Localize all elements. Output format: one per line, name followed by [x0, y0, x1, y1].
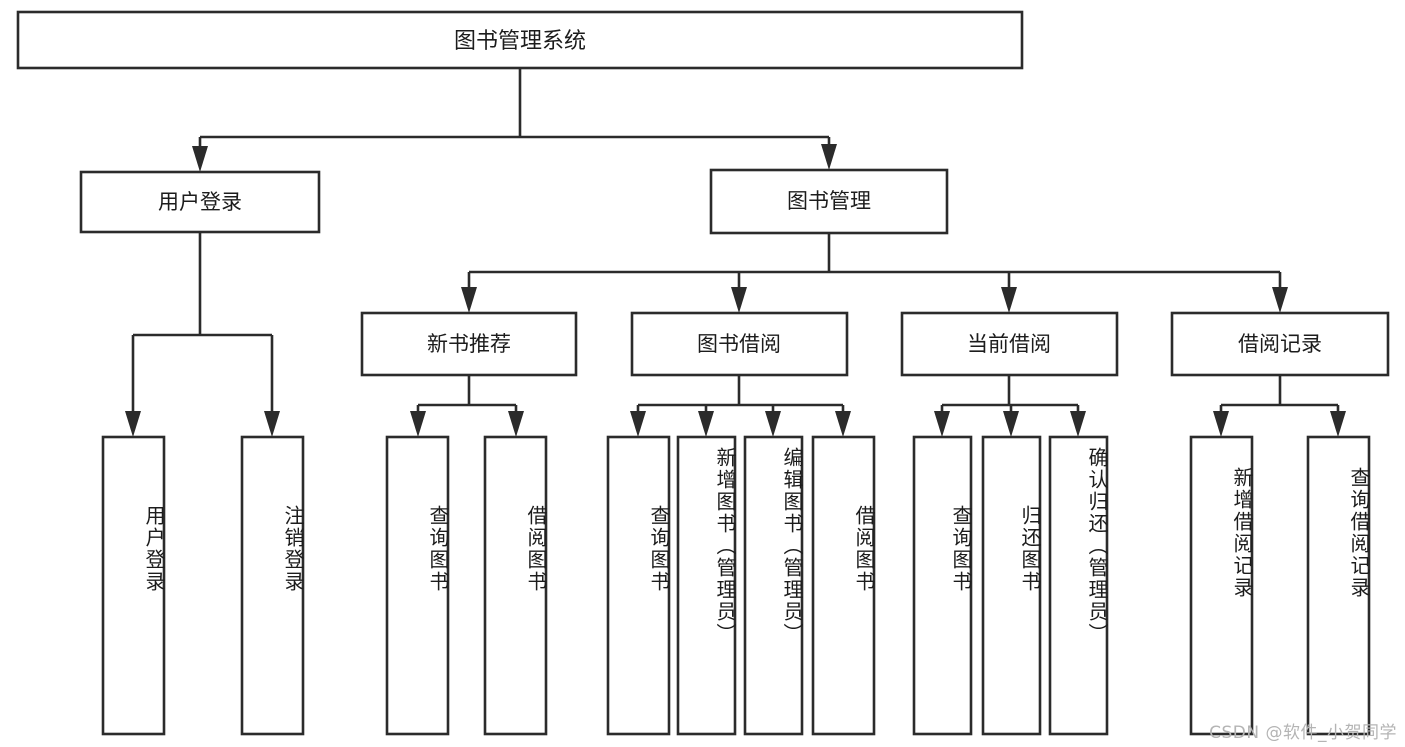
arrow-head-icon [835, 411, 851, 437]
leaf-box-query-books-current[interactable] [912, 435, 973, 736]
leaf-box-confirm-return-admin[interactable] [1048, 435, 1109, 736]
connector-root-to-level2 [192, 68, 837, 172]
node-borrow-records-label: 借阅记录 [1238, 332, 1322, 356]
arrow-head-icon [934, 411, 950, 437]
node-new-book-recommend-label: 新书推荐 [427, 332, 511, 356]
arrow-head-icon [508, 411, 524, 437]
connector-records-to-leaves [1213, 375, 1346, 437]
leaf-box-return-books[interactable] [981, 435, 1042, 736]
node-user-login[interactable]: 用户登录 [79, 170, 321, 234]
arrow-head-icon [765, 411, 781, 437]
node-current-borrow[interactable]: 当前借阅 [900, 311, 1119, 377]
node-book-borrow[interactable]: 图书借阅 [630, 311, 849, 377]
node-book-management[interactable]: 图书管理 [709, 168, 949, 235]
arrow-head-icon [1272, 287, 1288, 313]
node-new-book-recommend[interactable]: 新书推荐 [360, 311, 578, 377]
connector-login-to-leaves [125, 232, 280, 437]
node-borrow-records[interactable]: 借阅记录 [1170, 311, 1390, 377]
arrow-head-icon [1070, 411, 1086, 437]
arrow-head-icon [698, 411, 714, 437]
leaf-box-borrow-books-new[interactable] [483, 435, 548, 736]
leaf-box-query-borrow-record[interactable] [1306, 435, 1371, 736]
leaf-box-edit-book-admin[interactable] [743, 435, 804, 736]
arrow-head-icon [1330, 411, 1346, 437]
arrow-head-icon [461, 287, 477, 313]
leaf-box-add-book-admin[interactable] [676, 435, 737, 736]
node-root-label: 图书管理系统 [454, 29, 586, 54]
node-current-borrow-label: 当前借阅 [967, 332, 1051, 356]
connector-books-to-level3 [461, 233, 1288, 313]
leaf-box-query-books-borrow[interactable] [606, 435, 671, 736]
arrow-head-icon [731, 287, 747, 313]
connector-borrow-to-leaves [630, 375, 851, 437]
arrow-head-icon [1003, 411, 1019, 437]
arrow-head-icon [821, 144, 837, 170]
node-book-borrow-label: 图书借阅 [697, 332, 781, 356]
leaf-box-logout[interactable] [240, 435, 305, 736]
connector-newbooks-to-leaves [410, 375, 524, 437]
node-book-management-label: 图书管理 [787, 189, 871, 213]
node-root[interactable]: 图书管理系统 [16, 10, 1024, 70]
arrow-head-icon [630, 411, 646, 437]
watermark-text: CSDN @软件_小贺同学 [1209, 723, 1397, 743]
arrow-head-icon [410, 411, 426, 437]
leaf-nodes-group [101, 435, 1371, 736]
arrow-head-icon [1213, 411, 1229, 437]
arrow-head-icon [1001, 287, 1017, 313]
leaf-box-user-login[interactable] [101, 435, 166, 736]
arrow-head-icon [264, 411, 280, 437]
arrow-head-icon [125, 411, 141, 437]
connector-current-to-leaves [934, 375, 1086, 437]
leaf-box-add-borrow-record[interactable] [1189, 435, 1254, 736]
node-user-login-label: 用户登录 [158, 190, 242, 214]
leaf-box-query-books-new[interactable] [385, 435, 450, 736]
arrow-head-icon [192, 146, 208, 172]
leaf-box-borrow-books[interactable] [811, 435, 876, 736]
